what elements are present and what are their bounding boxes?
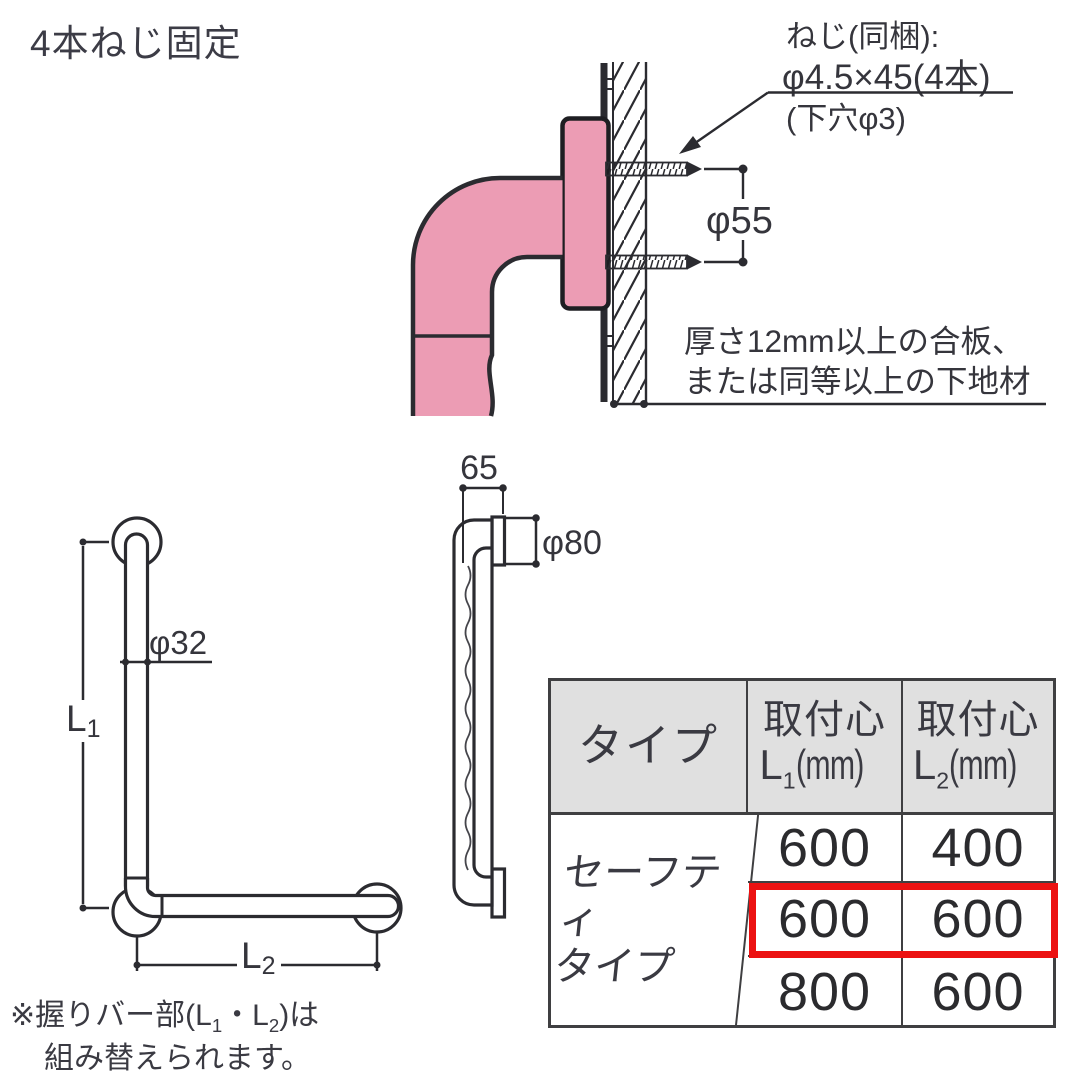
table-header-l1: 取付心 L1(mm) — [748, 681, 903, 815]
mounting-screw-bottom — [605, 254, 702, 270]
header-l1-top: 取付心 — [763, 698, 886, 743]
front-view: φ32 L1 L2 — [66, 516, 403, 980]
vertical-bar — [123, 532, 150, 887]
header-l2-top: 取付心 — [916, 698, 1040, 743]
screw-annotation: ねじ(同梱): φ4.5×45(4本) (下穴φ3) — [679, 19, 1013, 154]
footnote-line2: 組み替えられます。 — [44, 1041, 311, 1075]
flange-diameter-label: φ80 — [542, 524, 602, 562]
screw-pitch-dimension: φ55 — [704, 164, 773, 267]
side-bar-inner — [472, 546, 492, 879]
screw-note-line3: (下穴φ3) — [786, 101, 906, 136]
bar-diameter-dimension: φ32 — [120, 624, 212, 666]
offset-dimension: 65 — [459, 449, 507, 563]
screw-note-line2: φ4.5×45(4本) — [782, 58, 991, 97]
flange-diameter-dimension: φ80 — [505, 514, 602, 568]
l1-label: L1 — [66, 698, 100, 743]
horizontal-bar — [123, 878, 401, 919]
bar-diameter-label: φ32 — [149, 624, 207, 661]
page-title: 4本ねじ固定 — [30, 23, 242, 64]
mounting-screw-top — [605, 161, 702, 177]
side-top-plate — [490, 515, 507, 567]
spec-table: タイプ 取付心 L1(mm) 取付心 L2(mm) セーフティタイプ 600 4… — [539, 678, 1056, 1028]
highlight-box — [749, 883, 1058, 958]
table-row-2-l1: 800 — [748, 957, 903, 1026]
wall-material-note: 厚さ12mm以上の合板、 または同等以上の下地材 — [684, 323, 1031, 399]
l1-dimension: L1 — [66, 538, 109, 912]
table-header-l2: 取付心 L2(mm) — [903, 681, 1053, 815]
wall-note-line1: 厚さ12mm以上の合板、 — [684, 323, 1024, 359]
wall-note-line2: または同等以上の下地材 — [684, 363, 1031, 399]
side-bottom-plate — [490, 867, 507, 919]
l2-label: L2 — [241, 935, 275, 980]
table-row-2-l2: 600 — [931, 961, 1025, 1022]
offset-label: 65 — [460, 449, 498, 487]
table-row-0-l2: 400 — [903, 815, 1053, 883]
screw-pitch-label: φ55 — [706, 200, 773, 242]
screw-note-line1: ねじ(同梱): — [786, 19, 939, 54]
wall-flange — [560, 116, 611, 311]
footnote-line1: ※握りバー部(L1・L2)は — [10, 999, 320, 1036]
footnote: ※握りバー部(L1・L2)は 組み替えられます。 — [10, 996, 319, 1079]
table-row-0-l1: 600 — [748, 815, 903, 883]
table-header-type: タイプ — [551, 681, 748, 815]
header-l2-bottom: L2(mm) — [912, 741, 1018, 794]
leader-arrowhead — [679, 136, 701, 154]
knurl-texture — [464, 565, 472, 871]
header-l1-bottom: L1(mm) — [759, 741, 864, 794]
table-row-1-l2: 600 — [903, 883, 1053, 957]
grab-bar-elbow-section — [410, 116, 611, 417]
side-view: 65 φ80 — [452, 449, 602, 919]
l2-dimension: L2 — [133, 933, 381, 980]
row-group-label: セーフティタイプ — [539, 815, 760, 1026]
elbow-body — [413, 178, 563, 416]
